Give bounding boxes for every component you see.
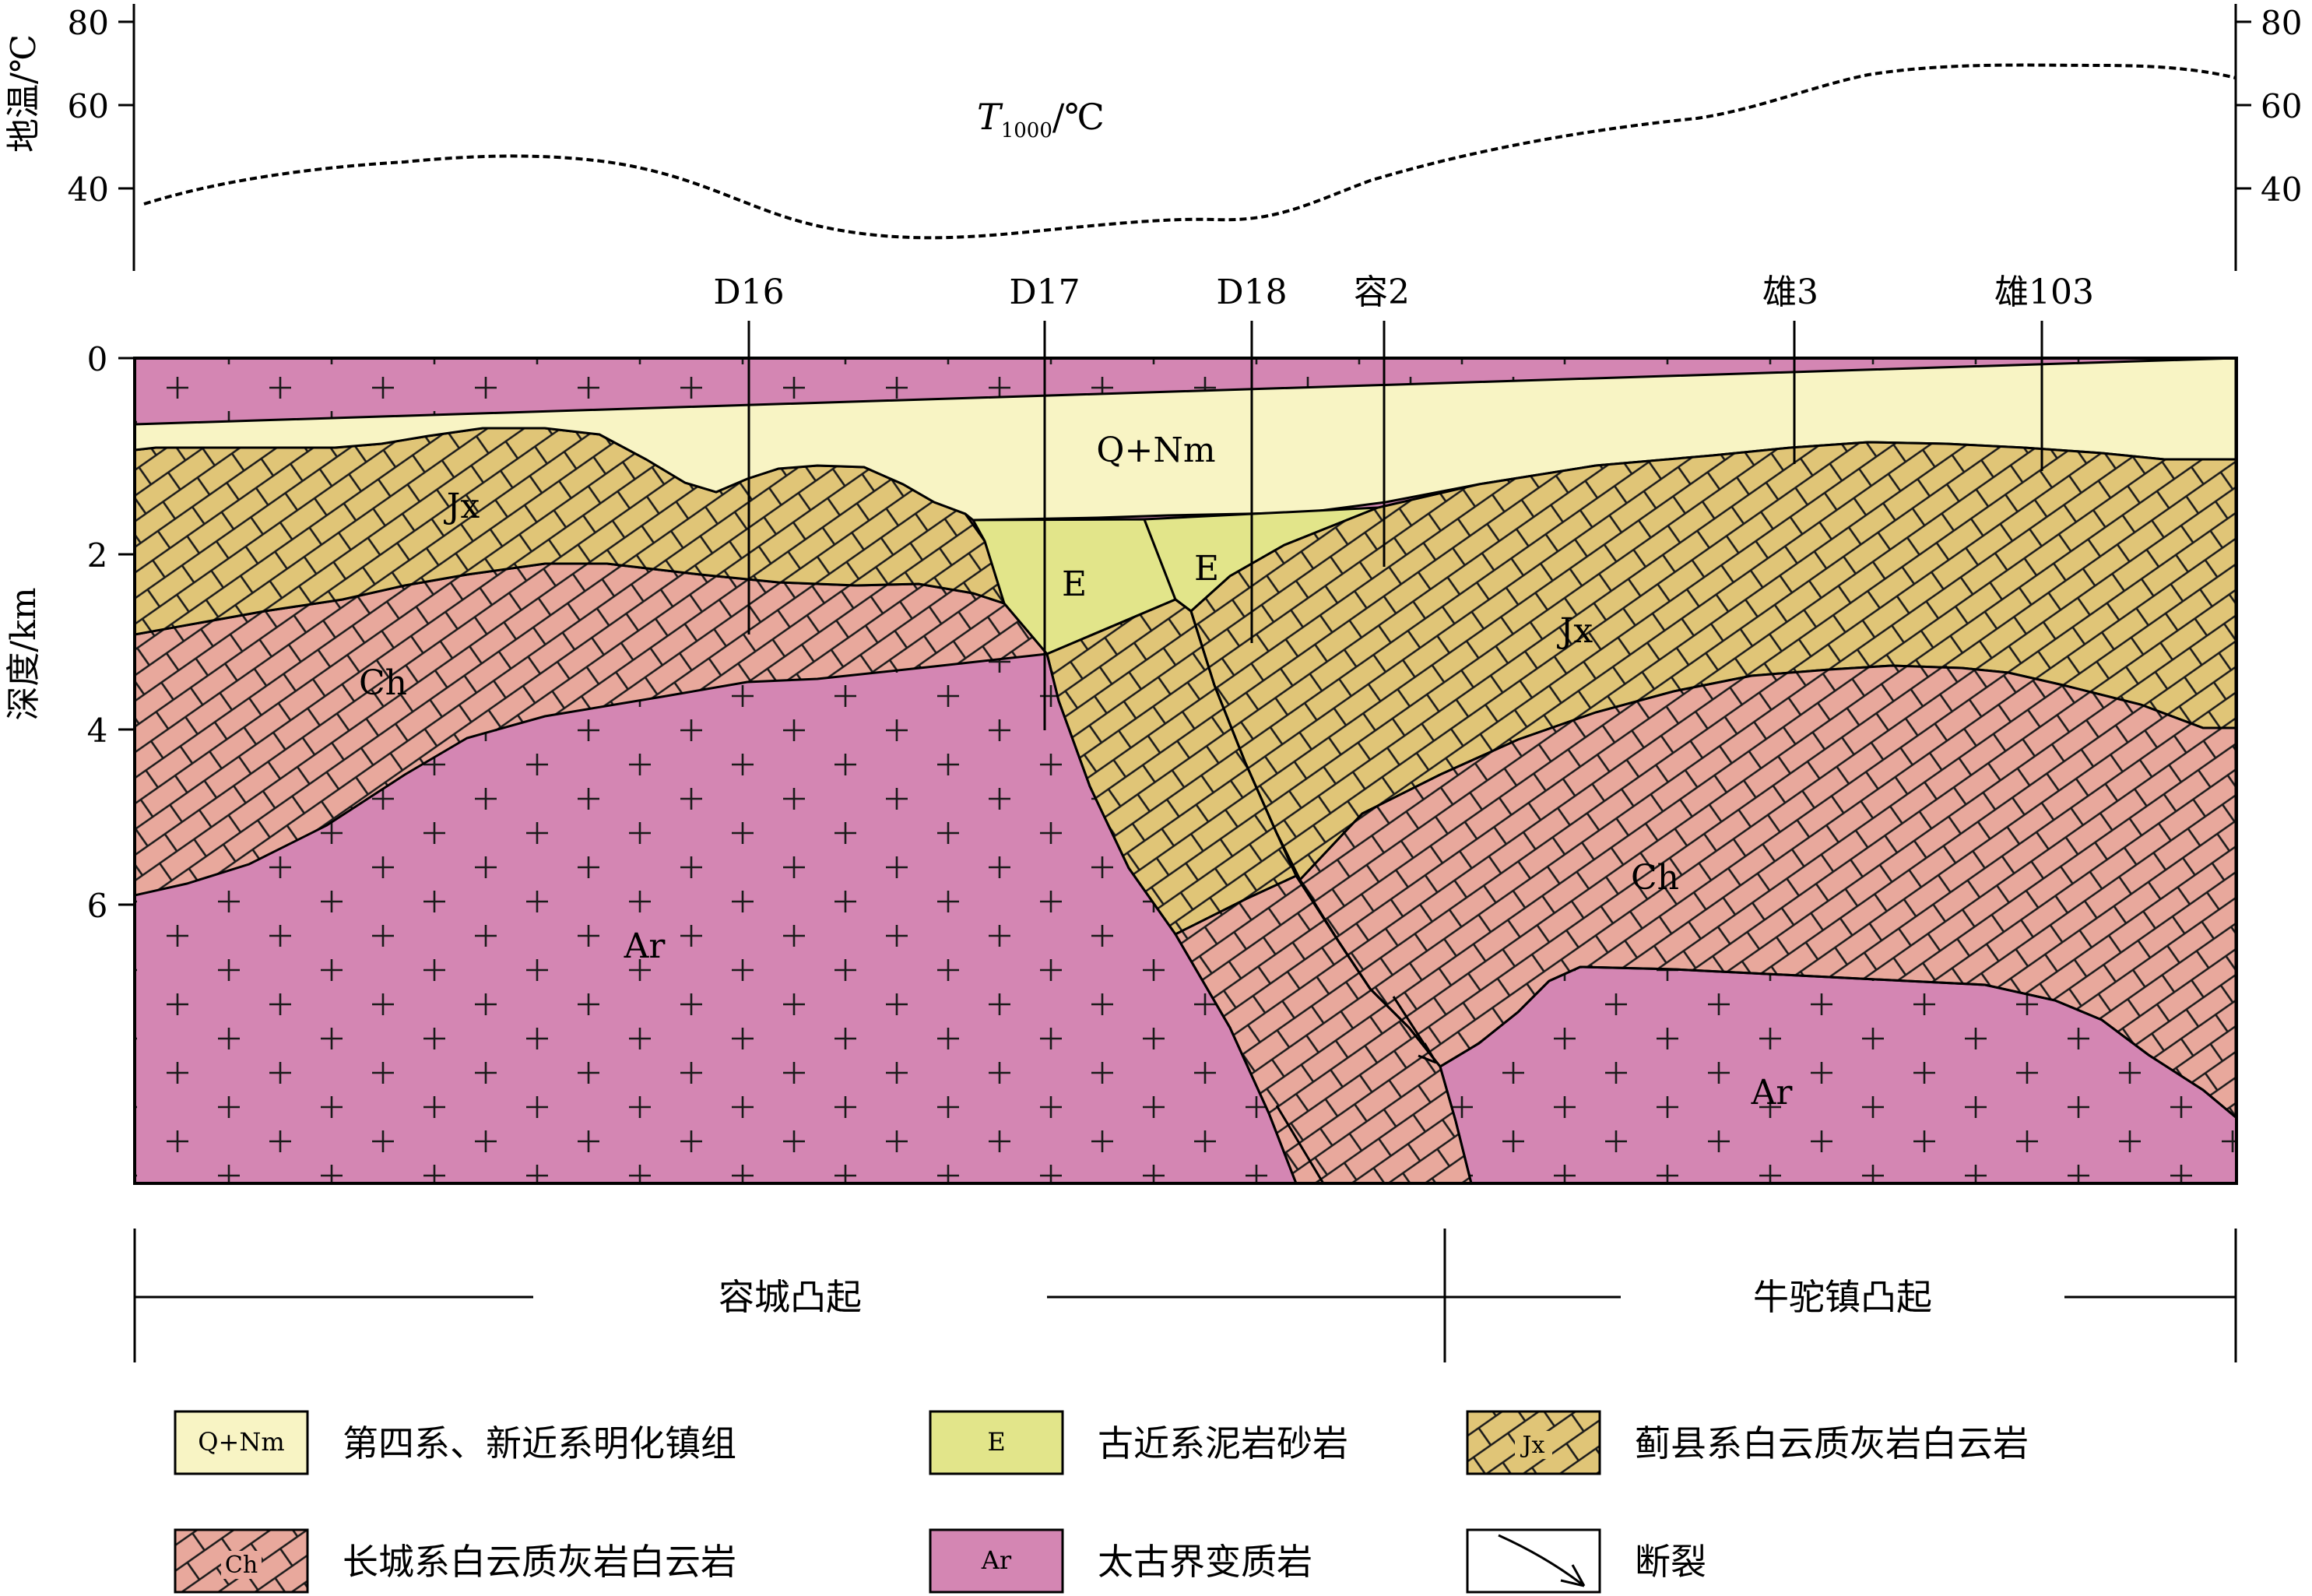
fault-minor (1275, 1105, 1325, 1183)
unit-ar-right-outline (1439, 965, 2236, 1119)
label-e-right: E (1194, 549, 1219, 589)
region-label-niutuozhen: 牛驼镇凸起 (1753, 1276, 1932, 1318)
temp-tick-60-right: 60 (2261, 87, 2302, 125)
temp-tick-40-left: 40 (68, 170, 109, 209)
depth-tick-4: 4 (87, 712, 108, 750)
legend: Q+Nm 第四系、新近系明化镇组 E 古近系泥岩砂岩 Jx 蓟县系白云质灰岩白云… (174, 1410, 2029, 1594)
temp-tick-80-right: 80 (2261, 4, 2302, 42)
label-ar-right: Ar (1751, 1073, 1794, 1113)
well-label-d17: D17 (1009, 272, 1080, 312)
temp-tick-40-right: 40 (2261, 170, 2302, 209)
depth-tick-0: 0 (87, 340, 108, 378)
legend-text-ch: 长城系白云质灰岩白云岩 (343, 1541, 736, 1583)
legend-code-jx: Jx (1520, 1432, 1545, 1459)
temperature-right-ticks: 80 60 40 (2236, 4, 2302, 209)
legend-item-jx: Jx 蓟县系白云质灰岩白云岩 (1466, 1410, 2029, 1475)
temperature-axis-title: 地温/℃ (4, 34, 44, 153)
legend-text-fault: 断裂 (1635, 1541, 1706, 1583)
depth-tick-6: 6 (87, 887, 108, 925)
legend-code-ch: Ch (225, 1552, 258, 1579)
legend-swatch-qnm (174, 1410, 309, 1475)
legend-text-ar: 太古界变质岩 (1098, 1541, 1312, 1583)
well-label-xiong3: 雄3 (1762, 272, 1818, 312)
temp-tick-80-left: 80 (68, 4, 109, 42)
well-label-d16: D16 (713, 272, 784, 312)
well-label-d18: D18 (1216, 272, 1287, 312)
temp-tick-60-left: 60 (68, 87, 109, 125)
depth-axis-title: 深度/km (4, 587, 44, 720)
well-labels: D16 D17 D18 容2 雄3 雄103 (713, 272, 2094, 312)
legend-code-qnm: Q+Nm (198, 1427, 284, 1457)
label-qnm: Q+Nm (1096, 431, 1215, 470)
region-label-rongcheng: 容城凸起 (719, 1276, 862, 1318)
well-label-xiong103: 雄103 (1994, 272, 2094, 312)
depth-tick-2: 2 (87, 536, 108, 575)
fault-secondary (1175, 598, 1473, 1183)
legend-code-ar: Ar (981, 1545, 1012, 1575)
legend-item-e: E 古近系泥岩砂岩 (929, 1410, 1348, 1475)
label-e-left: E (1062, 564, 1087, 604)
wells (747, 321, 2043, 730)
legend-text-e: 古近系泥岩砂岩 (1098, 1422, 1348, 1464)
legend-item-fault: 断裂 (1466, 1528, 1706, 1594)
geologic-section: 0 2 4 6 深度/km D16 D17 D18 容2 雄3 雄103 Q+N… (4, 272, 2238, 1185)
fault-icon (1498, 1534, 1586, 1587)
temperature-panel: 80 60 40 80 60 40 地温/℃ T1000/℃ (4, 4, 2302, 271)
temperature-curve-label: T1000/℃ (977, 96, 1105, 142)
label-jx-right: Jx (1557, 611, 1593, 651)
legend-item-ch: Ch 长城系白云质灰岩白云岩 (174, 1528, 736, 1594)
depth-axis: 0 2 4 6 深度/km (4, 340, 135, 925)
label-ar-left: Ar (624, 926, 666, 966)
well-label-rong2: 容2 (1354, 272, 1410, 312)
legend-text-jx: 蓟县系白云质灰岩白云岩 (1635, 1422, 2029, 1464)
legend-code-e: E (987, 1427, 1005, 1457)
fault-lines (1045, 598, 1473, 1183)
legend-swatch-ar (929, 1528, 1064, 1594)
label-ch-right: Ch (1631, 858, 1679, 898)
legend-item-ar: Ar 太古界变质岩 (929, 1528, 1312, 1594)
region-bar (133, 1229, 2237, 1362)
legend-swatch-e (929, 1410, 1064, 1475)
temperature-left-ticks: 80 60 40 (68, 4, 134, 209)
section-frame (133, 357, 2238, 1185)
legend-text-qnm: 第四系、新近系明化镇组 (343, 1422, 736, 1464)
legend-item-qnm: Q+Nm 第四系、新近系明化镇组 (174, 1410, 736, 1475)
unit-labels: Q+Nm E E Jx Jx Ch Ch Ar Ar (359, 431, 1793, 1113)
label-ch-left: Ch (359, 663, 407, 703)
fault-main (1045, 653, 1298, 1183)
label-jx-left: Jx (444, 487, 480, 526)
temperature-curve-t1000 (143, 63, 2236, 240)
fault-arrow (1392, 996, 1438, 1064)
